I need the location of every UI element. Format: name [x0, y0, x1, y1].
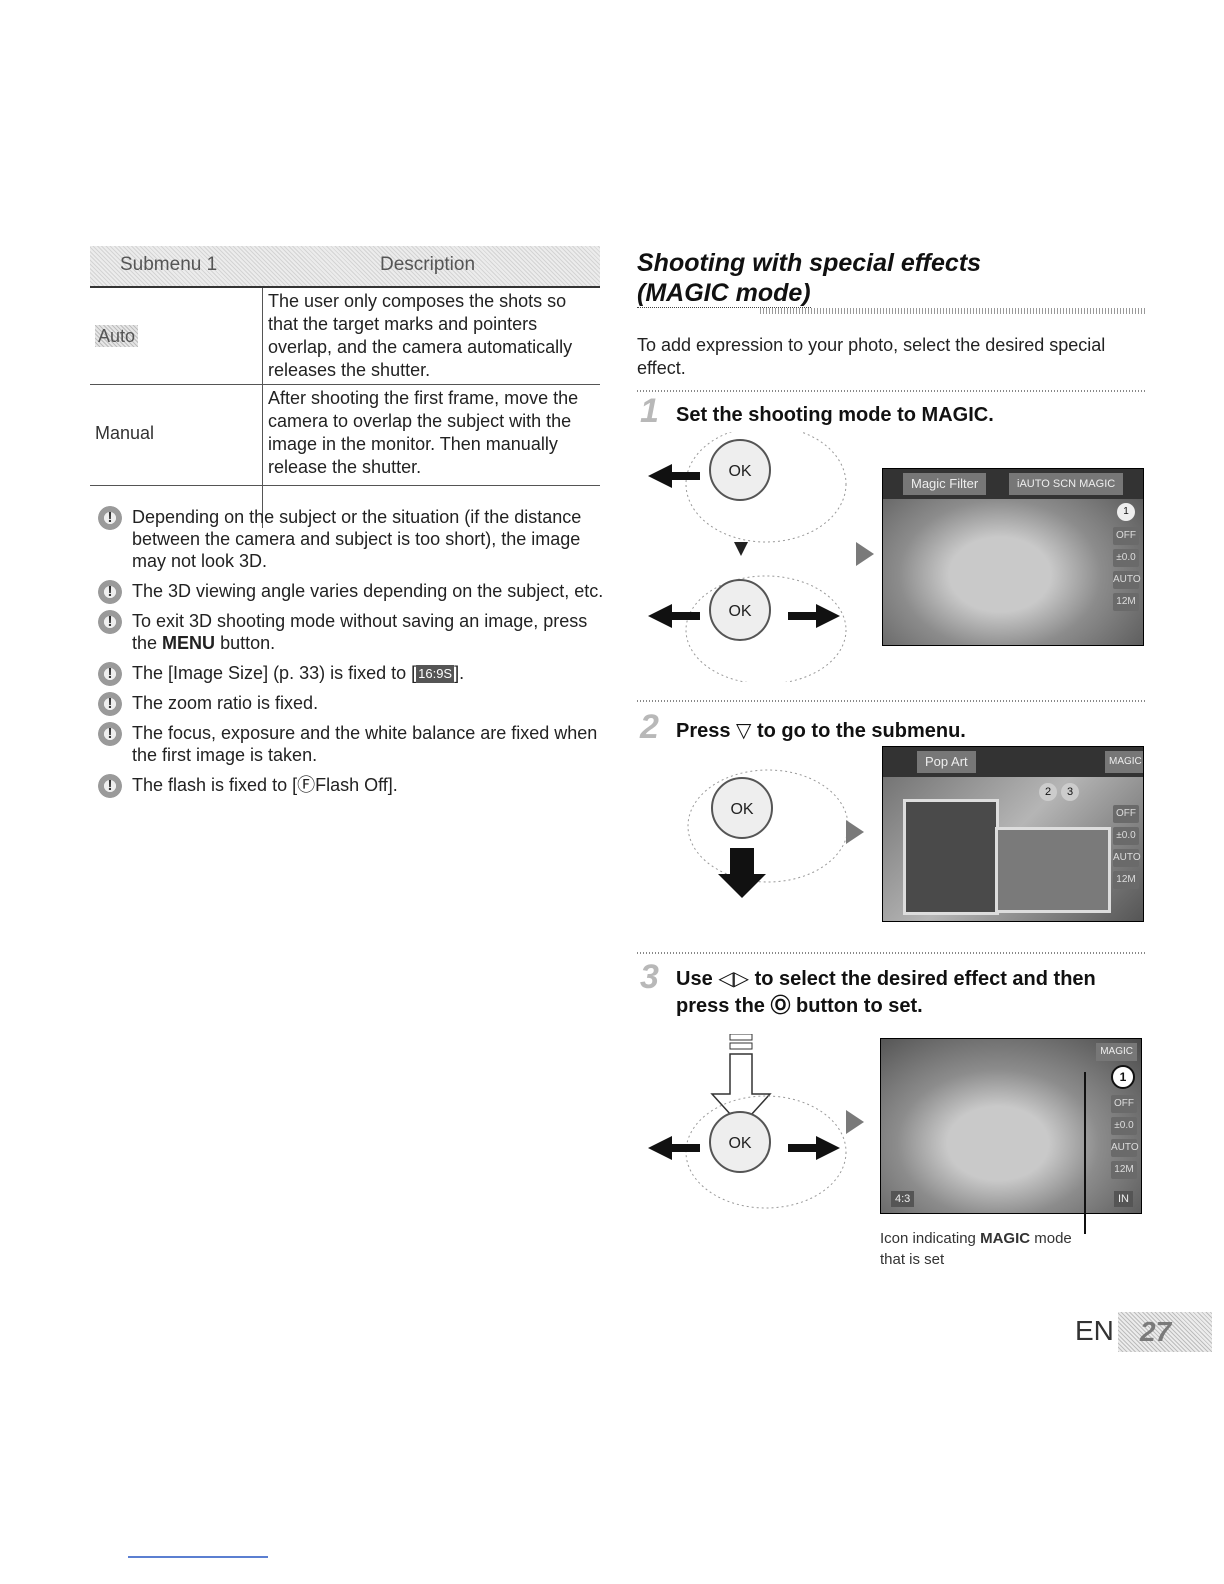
ok-button-icon	[711, 777, 773, 839]
table-cell-submenu: Manual	[95, 423, 155, 443]
monitor-screen-step1: Magic Filter iAUTO SCN MAGIC 1 OFF ±0.0 …	[882, 468, 1144, 646]
section-title: Shooting with special effects (MAGIC mod…	[637, 249, 982, 308]
effect-badge: 2	[1039, 783, 1057, 801]
menu-button-label: MENU	[162, 633, 216, 653]
note-item: ! The [Image Size] (p. 33) is fixed to […	[98, 662, 608, 686]
step-text: Set the shooting mode to MAGIC.	[676, 404, 994, 426]
table-divider	[262, 288, 263, 528]
step-text: Press ▽ to go to the submenu.	[676, 720, 966, 742]
next-arrow-icon	[846, 820, 864, 844]
aspect-ratio-indicator: 4:3	[891, 1191, 915, 1207]
submenu-table: Submenu 1 Description Auto The user only…	[90, 246, 600, 528]
image-size-16-9-icon: 16:9S	[416, 665, 455, 683]
title-rule	[760, 308, 1146, 314]
ok-button-icon	[709, 1111, 771, 1173]
arrow-left-icon	[648, 604, 700, 628]
note-item: ! The zoom ratio is fixed.	[98, 692, 608, 716]
effect-badge: 1	[1117, 503, 1135, 521]
arrow-right-icon	[788, 1136, 840, 1160]
step-divider	[637, 390, 1147, 392]
svg-text:OK: OK	[728, 603, 751, 620]
caution-icon: !	[98, 662, 122, 686]
preview-image	[995, 827, 1111, 913]
footer-rule	[128, 1556, 268, 1558]
ok-label: OK	[728, 463, 751, 480]
step-divider	[637, 700, 1147, 702]
note-item: ! The flash is fixed to [ⒻFlash Off].	[98, 774, 608, 798]
effect-badge: 3	[1061, 783, 1079, 801]
step-divider	[637, 952, 1147, 954]
callout-line	[1084, 1072, 1086, 1234]
svg-text:OK: OK	[730, 801, 753, 818]
note-item: ! To exit 3D shooting mode without savin…	[98, 610, 608, 654]
magic-mode-icon: 1	[1111, 1065, 1135, 1089]
table-cell-submenu: Auto	[95, 325, 139, 347]
caution-icon: !	[98, 774, 122, 798]
page-language: EN	[1075, 1315, 1114, 1346]
caution-icon: !	[98, 580, 122, 604]
note-item: ! The 3D viewing angle varies depending …	[98, 580, 608, 604]
page-number: 27	[1118, 1312, 1212, 1352]
table-row: Auto The user only composes the shots so…	[90, 288, 600, 385]
dial-diagram-step2: OK	[687, 769, 849, 898]
caution-notes: ! Depending on the subject or the situat…	[98, 506, 608, 804]
caution-icon: !	[98, 610, 122, 634]
dial-diagram-step3: OK	[648, 1034, 847, 1209]
screen-mode-tabs: iAUTO SCN MAGIC	[1009, 473, 1124, 495]
screen-caption: Icon indicating MAGIC mode that is set	[880, 1230, 1072, 1268]
arrow-left-icon	[648, 464, 700, 488]
screen-tab: Pop Art	[917, 751, 976, 773]
table-cell-description: The user only composes the shots so that…	[268, 291, 573, 380]
table-cell-description: After shooting the first frame, move the…	[268, 388, 579, 477]
memory-indicator: IN	[1114, 1191, 1133, 1207]
svg-text:OK: OK	[728, 1135, 751, 1152]
press-arrow-icon	[710, 1053, 772, 1128]
table-header: Submenu 1 Description	[90, 246, 600, 288]
table-header-description: Description	[380, 254, 476, 275]
next-arrow-icon	[856, 542, 874, 566]
note-item: ! The focus, exposure and the white bala…	[98, 722, 608, 766]
preview-image	[903, 799, 999, 915]
ok-button-icon	[709, 439, 771, 501]
arrow-left-icon	[648, 1136, 700, 1160]
step-text: Use ◁▷ to select the desired effect and …	[676, 968, 1096, 1017]
step-number: 3	[640, 958, 659, 996]
section-intro: To add expression to your photo, select …	[637, 335, 1106, 378]
monitor-screen-step3: MAGIC 1 OFF ±0.0 AUTO 12M 4:3 IN	[880, 1038, 1142, 1214]
screen-mode-tab: MAGIC	[1105, 751, 1143, 773]
arrow-right-icon	[788, 604, 840, 628]
next-arrow-icon	[846, 1110, 864, 1134]
note-item: ! Depending on the subject or the situat…	[98, 506, 608, 572]
monitor-screen-step2: Pop Art MAGIC 2 3 OFF ±0.0 AUTO 12M	[882, 746, 1144, 922]
table-row: Manual After shooting the first frame, m…	[90, 385, 600, 486]
dial-diagram-step1: OK OK	[648, 432, 847, 682]
ok-button-icon	[709, 579, 771, 641]
step-number: 2	[640, 708, 659, 746]
table-header-submenu: Submenu 1	[120, 254, 218, 275]
arrow-down-icon	[734, 542, 748, 556]
caution-icon: !	[98, 692, 122, 716]
caution-icon: !	[98, 722, 122, 746]
arrow-down-icon	[718, 848, 766, 898]
screen-tab: Magic Filter	[903, 473, 987, 495]
screen-mode-tab: MAGIC	[1096, 1043, 1137, 1061]
caution-icon: !	[98, 506, 122, 530]
step-number: 1	[640, 392, 659, 430]
